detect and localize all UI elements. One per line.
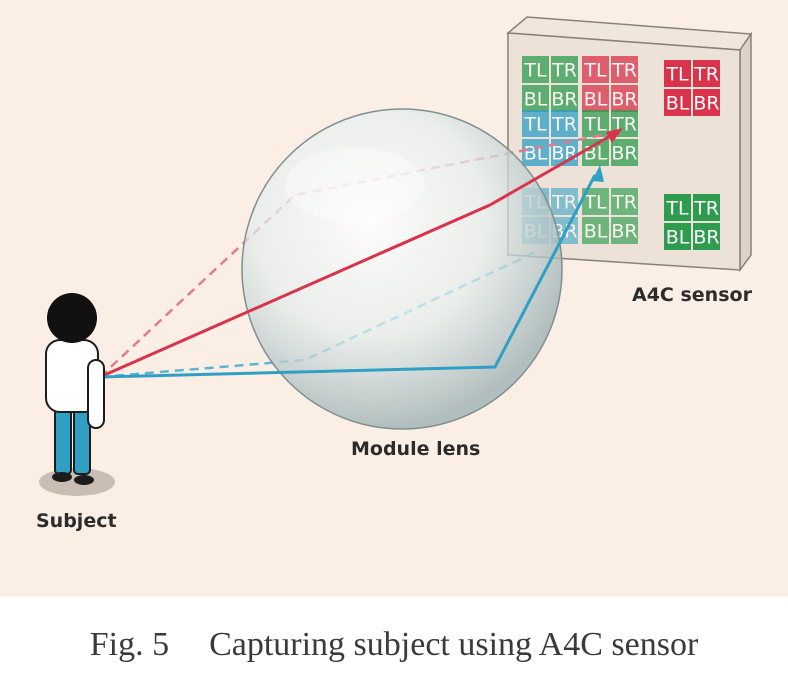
pixel-cell (664, 60, 691, 87)
pixel-cell (582, 110, 609, 137)
sensor-pixel-groups: TLTRBLBRTLTRBLBRTLTRBLBRTLTRBLBRTLTRBLBR… (522, 56, 720, 250)
red-solid-ray-exit (489, 133, 613, 207)
pixel-cell-label: BR (611, 221, 637, 243)
diagram-svg: TLTRBLBRTLTRBLBRTLTRBLBRTLTRBLBRTLTRBLBR… (39, 16, 753, 496)
pixel-cell-label: BR (551, 89, 577, 111)
pixel-cell (664, 223, 691, 250)
pixel-cell-label: TL (583, 60, 607, 82)
blue-arrow-head (592, 165, 604, 182)
pixel-cell-label: BL (666, 227, 690, 249)
pixel-cell-label: BR (693, 93, 719, 115)
pixel-cell-label: BR (693, 227, 719, 249)
pixel-cell-label: TL (665, 64, 689, 86)
pixel-cell-label: BL (584, 89, 608, 111)
pixel-cell (582, 56, 609, 83)
subject-figure (39, 293, 115, 496)
red-solid-ray (99, 203, 491, 379)
pixel-cell (611, 56, 638, 83)
subject-label: Subject (36, 510, 117, 532)
caption-text: Capturing subject using A4C sensor (209, 626, 699, 663)
lens-label: Module lens (351, 438, 481, 460)
pixel-cell-label: BL (584, 221, 608, 243)
pixel-cell (611, 217, 638, 244)
pixel-cell-label: TR (551, 114, 577, 136)
pixel-cell-label: TR (611, 60, 637, 82)
pixel-cell (522, 139, 549, 166)
pixel-cell (522, 85, 549, 112)
pixel-cell (693, 223, 720, 250)
pixel-cell-label: TL (583, 114, 607, 136)
pixel-cell-label: BR (611, 89, 637, 111)
pixel-cell (693, 60, 720, 87)
pixel-cell-label: TL (665, 198, 689, 220)
pixel-cell-label: TR (693, 198, 719, 220)
module-lens (241, 108, 563, 430)
pixel-cell-label: TL (523, 114, 547, 136)
pixel-cell-label: TR (693, 64, 719, 86)
pixel-cell-label: TR (611, 192, 637, 214)
pixel-cell-label: TR (551, 60, 577, 82)
pixel-cell (522, 110, 549, 137)
pixel-cell (582, 217, 609, 244)
pixel-cell (551, 110, 578, 137)
pixel-cell-label: TL (523, 60, 547, 82)
pixel-cell (551, 188, 578, 215)
caption-number: Fig. 5 (89, 626, 170, 663)
pixel-cell-label: BL (666, 93, 690, 115)
pixel-cell (551, 56, 578, 83)
pixel-cell (611, 188, 638, 215)
pixel-cell-label: BL (524, 89, 548, 111)
pixel-cell-label: BR (611, 143, 637, 165)
pixel-cell-label: TR (551, 192, 577, 214)
pixel-cell (664, 194, 691, 221)
pixel-cell (693, 89, 720, 116)
pixel-cell-label: BL (524, 143, 548, 165)
pixel-cell (611, 85, 638, 112)
pixel-cell (611, 139, 638, 166)
pixel-cell (551, 85, 578, 112)
solid-rays (99, 128, 623, 379)
pixel-cell (664, 89, 691, 116)
red-arrow-head (606, 128, 623, 143)
pixel-cell (522, 56, 549, 83)
pixel-cell (582, 85, 609, 112)
pixel-cell (693, 194, 720, 221)
pixel-cell-label: TL (583, 192, 607, 214)
blue-solid-ray (99, 174, 597, 379)
figure-caption: Fig. 5 Capturing subject using A4C sensor (0, 626, 788, 664)
sensor-label: A4C sensor (632, 284, 752, 306)
diagram-canvas: TLTRBLBRTLTRBLBRTLTRBLBRTLTRBLBRTLTRBLBR… (0, 0, 788, 597)
